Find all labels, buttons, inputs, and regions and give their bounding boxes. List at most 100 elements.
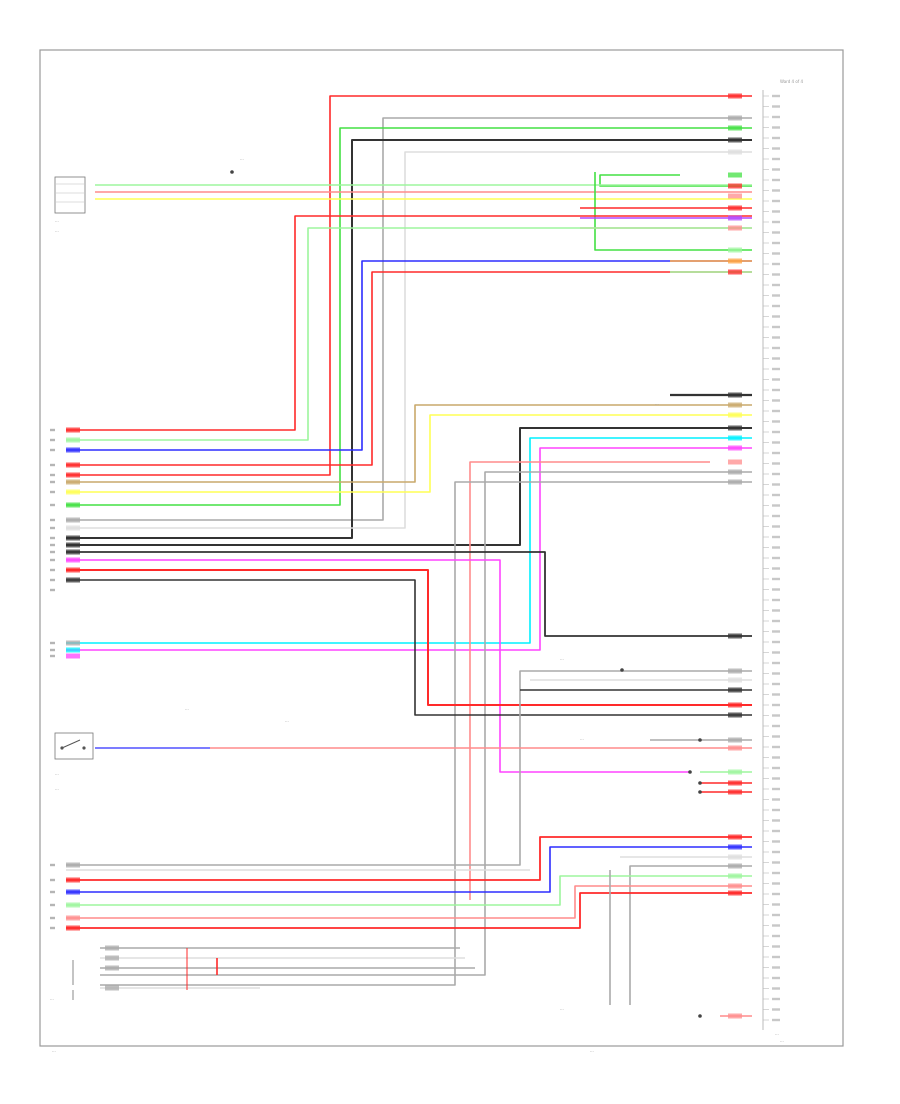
- right-pin-label: [772, 850, 780, 854]
- right-pin-label: [772, 651, 780, 654]
- right-pin-label: [772, 798, 780, 801]
- right-pin-label: [772, 882, 780, 885]
- wire-blue-3: [66, 846, 752, 893]
- wire-color-tag: [728, 737, 742, 743]
- wire-color-tag: [728, 269, 742, 275]
- right-pin-label: [772, 777, 780, 780]
- wire-color-tag: [728, 435, 742, 441]
- wire-color-tag: [728, 702, 742, 708]
- wire-color-tag: [728, 854, 742, 860]
- wire-green-1: [66, 127, 752, 506]
- left-pin-label: [50, 526, 55, 530]
- wire-color-tag: [66, 577, 80, 583]
- wire-color-tag: [728, 172, 742, 178]
- caption-text: ...: [580, 736, 584, 741]
- caption-text: ...: [560, 656, 564, 661]
- left-connector-pins-b: [50, 641, 55, 658]
- wire-gray-2: [66, 151, 752, 529]
- right-pin-label: [772, 672, 780, 675]
- wire-black-5: [66, 579, 752, 716]
- wire-color-tag: [66, 640, 80, 646]
- wire-color-tag: [66, 472, 80, 478]
- right-pin-label: [772, 787, 780, 791]
- wire-black-4: [66, 551, 752, 637]
- wire-color-tag: [728, 149, 742, 155]
- right-pin-label: [772, 630, 780, 633]
- wire-color-tag: [728, 247, 742, 253]
- wire-color-tag: [728, 459, 742, 465]
- wire-color-tag: [66, 902, 80, 908]
- left-pin-label: [50, 550, 55, 554]
- wire-color-tag: [66, 447, 80, 453]
- right-pin-label: [772, 94, 780, 98]
- right-pin-label: [772, 577, 780, 581]
- wire-color-tag: [66, 542, 80, 548]
- right-pin-label: [772, 598, 780, 602]
- wire-color-tag: [728, 745, 742, 751]
- right-pin-label: [772, 367, 780, 371]
- wire-color-tag: [728, 93, 742, 99]
- right-pin-label: [772, 210, 780, 213]
- right-pin-label: [772, 315, 780, 318]
- wire-color-tag: [728, 479, 742, 485]
- junction-dot: [688, 770, 692, 774]
- wire-color-tag: [728, 883, 742, 889]
- junction-dots: [230, 170, 702, 1018]
- caption-text: ...: [775, 1031, 779, 1036]
- right-pin-label: [772, 462, 780, 465]
- wire-red-4: [66, 271, 752, 466]
- right-pin-label: [772, 105, 780, 108]
- wire-color-tag: [728, 780, 742, 786]
- wire-green-2: [599, 174, 752, 187]
- left-pin-label: [50, 878, 55, 882]
- wire-yellow-2: [66, 414, 752, 493]
- right-pin-label: [772, 1018, 780, 1022]
- right-pin-label: [772, 903, 780, 906]
- right-pin-label: [772, 829, 780, 833]
- left-connector-pins-c: [50, 863, 55, 930]
- right-pin-label: [772, 252, 780, 255]
- right-pin-label: [772, 126, 780, 129]
- right-pin-label: [772, 336, 780, 339]
- left-pin-label: [50, 438, 55, 442]
- right-pin-label: [772, 157, 780, 161]
- wire-color-tag: [728, 425, 742, 431]
- right-pin-label: [772, 430, 780, 434]
- left-pin-label: [50, 473, 55, 477]
- wire-color-tag: [66, 427, 80, 433]
- wires: [66, 93, 752, 1019]
- wire-color-tag: [105, 965, 119, 971]
- right-pin-label: [772, 819, 780, 822]
- left-pin-label: [50, 448, 55, 452]
- right-pin-label: [772, 231, 780, 234]
- wire-gray-3: [100, 471, 752, 976]
- left-pin-label: [50, 428, 55, 432]
- left-pin-label: [50, 558, 55, 562]
- right-pin-label: [772, 325, 780, 329]
- wire-black-3: [66, 427, 752, 546]
- right-pin-label: [772, 136, 780, 140]
- caption-text: ...: [55, 786, 59, 791]
- wire-color-tag: [728, 844, 742, 850]
- left-pin-label: [50, 588, 55, 592]
- caption-text: ...: [655, 401, 659, 406]
- right-pin-label: [772, 661, 780, 665]
- right-pin-label: [772, 756, 780, 759]
- right-pin-label: [772, 357, 780, 360]
- captions: ........................................…: [50, 156, 784, 1053]
- left-pin-label: [50, 641, 55, 645]
- right-pin-label: [772, 924, 780, 927]
- right-pin-label: [772, 997, 780, 1001]
- wire-color-tag: [728, 469, 742, 475]
- wire-black-1: [66, 139, 752, 539]
- wire-pink-4: [66, 885, 752, 919]
- right-connector-pins: [763, 94, 780, 1022]
- wire-color-tag: [66, 525, 80, 531]
- diagram-frame: [39, 49, 844, 1047]
- left-pin-label: [50, 863, 55, 867]
- junction-dot: [698, 1014, 702, 1018]
- junction-dot: [698, 781, 702, 785]
- wire-magenta-2: [66, 559, 690, 773]
- wire-color-tag: [66, 862, 80, 868]
